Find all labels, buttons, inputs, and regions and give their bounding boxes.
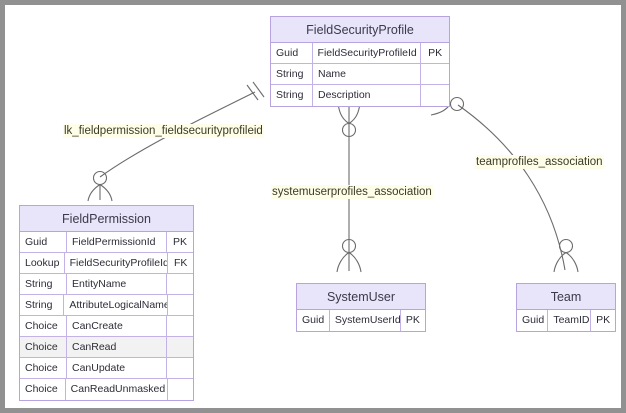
table-row[interactable]: String AttributeLogicalName — [20, 295, 193, 316]
attribute-name: FieldPermissionId — [67, 232, 167, 252]
attribute-key — [421, 64, 449, 84]
attribute-type: Guid — [297, 310, 330, 331]
relationship-label-lk-fieldpermission-fieldsecurityprofileid[interactable]: lk_fieldpermission_fieldsecurityprofilei… — [63, 124, 264, 138]
entity-fieldpermission[interactable]: FieldPermission Guid FieldPermissionId P… — [19, 205, 194, 401]
attribute-name: FieldSecurityProfileId — [313, 43, 422, 63]
attribute-name: FieldSecurityProfileId — [65, 253, 169, 273]
table-row[interactable]: Choice CanReadUnmasked — [20, 379, 193, 400]
relationship-label-systemuserprofiles-association[interactable]: systemuserprofiles_association — [271, 185, 433, 199]
table-row[interactable]: Guid FieldSecurityProfileId PK — [271, 43, 449, 64]
table-row[interactable]: String EntityName — [20, 274, 193, 295]
attribute-name: CanReadUnmasked — [66, 379, 168, 400]
entity-title: FieldPermission — [20, 206, 193, 232]
attribute-key: PK — [428, 47, 443, 59]
attribute-type: String — [20, 274, 67, 294]
table-row[interactable]: Choice CanCreate — [20, 316, 193, 337]
table-row[interactable]: Guid TeamID PK — [517, 310, 615, 331]
table-row[interactable]: Guid SystemUserId PK — [297, 310, 425, 331]
attribute-key — [167, 316, 193, 336]
attribute-type: Choice — [20, 337, 67, 357]
attribute-type: Guid — [20, 232, 67, 252]
attribute-key — [167, 358, 193, 378]
attribute-key: PK — [596, 314, 611, 326]
attribute-key — [421, 85, 449, 106]
table-row[interactable]: Guid FieldPermissionId PK — [20, 232, 193, 253]
attribute-type: String — [271, 85, 313, 106]
attribute-name: SystemUserId — [330, 310, 401, 331]
attribute-key: PK — [405, 314, 420, 326]
attribute-name: Description — [313, 85, 421, 106]
attribute-name: CanCreate — [67, 316, 167, 336]
attribute-name: CanUpdate — [67, 358, 167, 378]
entity-systemuser[interactable]: SystemUser Guid SystemUserId PK — [296, 283, 426, 332]
attribute-key: FK — [173, 257, 188, 269]
attribute-type: Choice — [20, 316, 67, 336]
connector-systemuserprofiles-association — [336, 92, 362, 273]
attribute-key — [168, 379, 193, 400]
attribute-name: AttributeLogicalName — [64, 295, 169, 315]
table-row[interactable]: Lookup FieldSecurityProfileId FK — [20, 253, 193, 274]
attribute-type: Choice — [20, 379, 66, 400]
relationship-label-teamprofiles-association[interactable]: teamprofiles_association — [475, 155, 604, 169]
table-row[interactable]: Choice CanRead — [20, 337, 193, 358]
connector-lk-fieldpermission-fieldsecurityprofileid — [87, 81, 265, 202]
entity-title: SystemUser — [297, 284, 425, 310]
attribute-name: CanRead — [67, 337, 167, 357]
table-row[interactable]: Choice CanUpdate — [20, 358, 193, 379]
attribute-type: Guid — [271, 43, 313, 63]
attribute-type: Lookup — [20, 253, 65, 273]
attribute-key — [167, 274, 193, 294]
connector-teamprofiles-association — [430, 90, 579, 273]
attribute-key — [167, 337, 193, 357]
table-row[interactable]: String Name — [271, 64, 449, 85]
entity-team[interactable]: Team Guid TeamID PK — [516, 283, 616, 332]
entity-fieldsecurityprofile[interactable]: FieldSecurityProfile Guid FieldSecurityP… — [270, 16, 450, 107]
attribute-name: EntityName — [67, 274, 167, 294]
attribute-key — [168, 295, 193, 315]
entity-title: Team — [517, 284, 615, 310]
attribute-name: Name — [313, 64, 421, 84]
attribute-type: Guid — [517, 310, 549, 331]
attribute-type: Choice — [20, 358, 67, 378]
attribute-key: PK — [172, 236, 187, 248]
attribute-name: TeamID — [548, 310, 592, 331]
table-row[interactable]: String Description — [271, 85, 449, 106]
entity-title: FieldSecurityProfile — [271, 17, 449, 43]
attribute-type: String — [271, 64, 313, 84]
attribute-type: String — [20, 295, 65, 315]
